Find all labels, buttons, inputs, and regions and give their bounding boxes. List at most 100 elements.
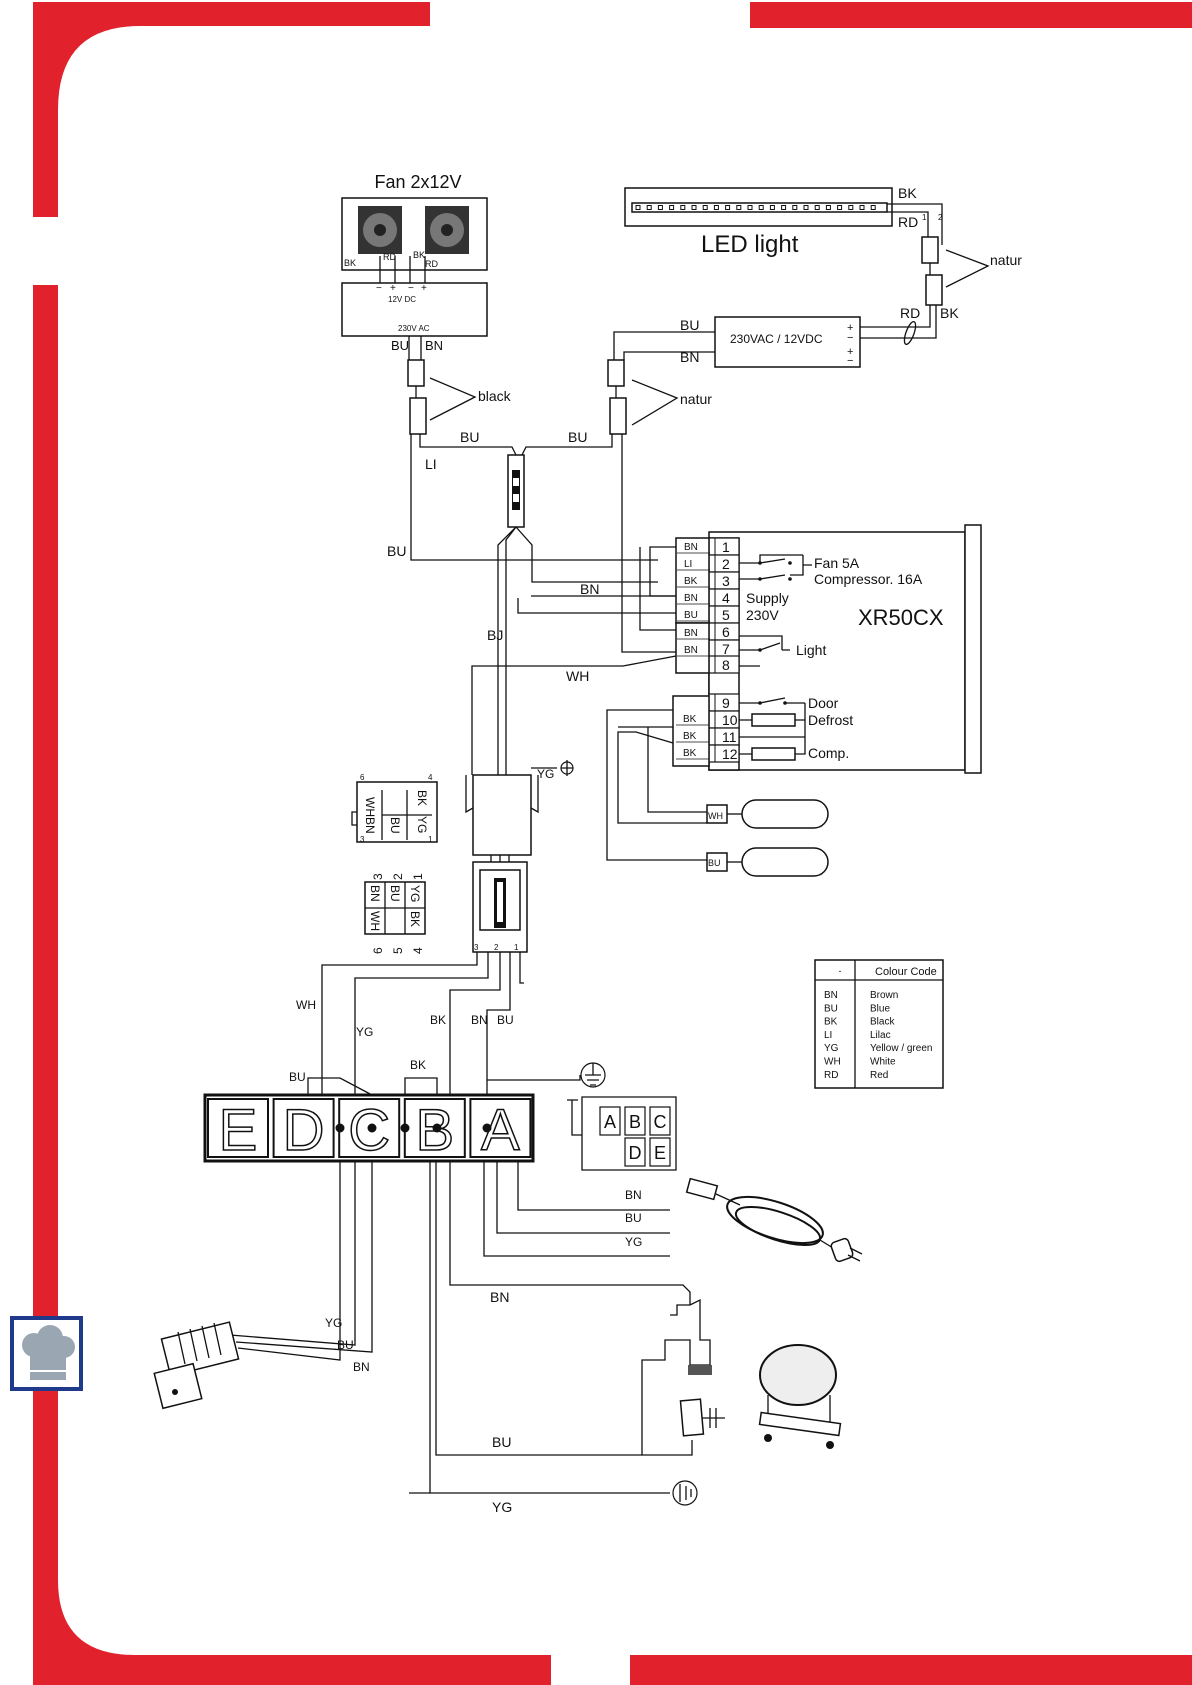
svg-text:BU: BU bbox=[460, 429, 479, 445]
svg-text:+: + bbox=[847, 346, 853, 358]
svg-text:YG: YG bbox=[492, 1499, 512, 1515]
power-supply: 230VAC / 12VDC + − + − BU BN bbox=[680, 316, 861, 368]
svg-text:BU: BU bbox=[708, 858, 721, 868]
terminal-block-cell bbox=[272, 1098, 335, 1158]
led-dot bbox=[736, 205, 742, 210]
legend-cell bbox=[599, 1106, 621, 1136]
legend-cell bbox=[649, 1106, 671, 1136]
colour-code-name: Red bbox=[870, 1070, 888, 1081]
terminal-number: 8 bbox=[722, 657, 730, 673]
pin-label: BK bbox=[683, 731, 697, 742]
svg-text:−: − bbox=[408, 283, 414, 294]
legend-cell bbox=[649, 1137, 671, 1167]
colour-code-name: Blue bbox=[870, 1003, 890, 1014]
terminal-number: 1 bbox=[722, 539, 730, 555]
legend-cell bbox=[624, 1137, 646, 1167]
svg-text:BU: BU bbox=[391, 338, 409, 353]
connector-natur-led bbox=[921, 236, 943, 306]
svg-text:YG: YG bbox=[356, 1025, 373, 1039]
svg-text:3: 3 bbox=[474, 943, 479, 952]
terminal-number: 4 bbox=[722, 590, 730, 606]
svg-text:BN: BN bbox=[580, 581, 599, 597]
fan-module: Fan 2x12V BK RD BK RD − + − + 12V DC 230… bbox=[341, 172, 488, 353]
label-black: black bbox=[478, 388, 512, 404]
legend-letter: C bbox=[654, 1112, 667, 1132]
svg-text:3: 3 bbox=[371, 873, 385, 880]
colour-code-name: Lilac bbox=[870, 1030, 891, 1041]
svg-text:-: - bbox=[839, 966, 842, 976]
svg-text:BU: BU bbox=[289, 1070, 306, 1084]
svg-text:BN: BN bbox=[353, 1360, 370, 1374]
svg-text:−: − bbox=[847, 332, 853, 344]
svg-text:6: 6 bbox=[360, 773, 365, 782]
svg-text:natur: natur bbox=[990, 252, 1022, 268]
svg-text:12V DC: 12V DC bbox=[388, 295, 416, 304]
terminal-number: 2 bbox=[722, 556, 730, 572]
pin-label: BN bbox=[684, 628, 698, 639]
svg-text:BK: BK bbox=[408, 911, 422, 927]
led-dot bbox=[713, 205, 719, 210]
compressor-icon bbox=[758, 1344, 842, 1449]
fan-motor-icon bbox=[153, 1321, 240, 1410]
svg-text:WH: WH bbox=[566, 668, 589, 684]
svg-text:BU: BU bbox=[625, 1211, 642, 1225]
main-connector-upper bbox=[465, 774, 539, 856]
svg-text:YG: YG bbox=[325, 1316, 342, 1330]
terminal-letter: D bbox=[283, 1098, 325, 1163]
colour-code-name: White bbox=[870, 1057, 896, 1068]
mains-plug-icon bbox=[685, 1177, 863, 1263]
fan-icon bbox=[358, 206, 469, 254]
svg-text:230VAC / 12VDC: 230VAC / 12VDC bbox=[730, 332, 823, 346]
led-dot bbox=[725, 205, 731, 210]
svg-text:1: 1 bbox=[922, 213, 927, 222]
svg-text:Fan 5A: Fan 5A bbox=[814, 555, 860, 571]
page-frame bbox=[33, 2, 1192, 1685]
ground-terminal-icon bbox=[672, 1480, 698, 1506]
svg-text:6: 6 bbox=[371, 947, 385, 954]
earth-icon bbox=[580, 1062, 606, 1088]
terminal-block-cell bbox=[207, 1098, 269, 1158]
svg-text:BU: BU bbox=[387, 543, 406, 559]
svg-text:BK: BK bbox=[940, 305, 959, 321]
svg-text:Door: Door bbox=[808, 695, 839, 711]
pin-label: LI bbox=[684, 559, 692, 570]
pin-label: BN bbox=[684, 645, 698, 656]
colour-code-abbr: LI bbox=[824, 1030, 832, 1041]
svg-text:BN: BN bbox=[425, 338, 443, 353]
pin-label: BK bbox=[683, 748, 697, 759]
svg-text:natur: natur bbox=[680, 391, 712, 407]
svg-text:Comp.: Comp. bbox=[808, 745, 849, 761]
colour-code-name: Black bbox=[870, 1017, 895, 1028]
led-dot bbox=[680, 205, 686, 210]
legend-letter: B bbox=[629, 1112, 641, 1132]
svg-text:YG: YG bbox=[625, 1235, 642, 1249]
svg-text:YG: YG bbox=[408, 885, 422, 902]
svg-text:Defrost: Defrost bbox=[808, 712, 853, 728]
svg-text:RD: RD bbox=[898, 214, 918, 230]
terminal-block-cell bbox=[469, 1098, 532, 1158]
svg-text:WH: WH bbox=[296, 998, 316, 1012]
svg-text:BK: BK bbox=[898, 185, 917, 201]
svg-text:1: 1 bbox=[428, 835, 433, 844]
led-dot bbox=[758, 205, 764, 210]
colour-code-name: Yellow / green bbox=[870, 1043, 932, 1054]
svg-text:BU: BU bbox=[388, 817, 402, 834]
legend-letter: A bbox=[604, 1112, 616, 1132]
terminal-number: 11 bbox=[722, 729, 737, 745]
legend-cell bbox=[624, 1106, 646, 1136]
svg-text:3: 3 bbox=[360, 835, 365, 844]
fan-title: Fan 2x12V bbox=[374, 172, 461, 192]
svg-text:BK: BK bbox=[430, 1013, 446, 1027]
led-dot bbox=[859, 205, 865, 210]
colour-code-abbr: BK bbox=[824, 1017, 838, 1028]
terminal-number: 5 bbox=[722, 607, 730, 623]
svg-text:YG: YG bbox=[415, 816, 429, 833]
svg-text:BN: BN bbox=[625, 1188, 642, 1202]
led-dot bbox=[870, 205, 876, 210]
terminal-number: 7 bbox=[722, 641, 730, 657]
led-dot bbox=[837, 205, 843, 210]
led-dot bbox=[646, 205, 652, 210]
